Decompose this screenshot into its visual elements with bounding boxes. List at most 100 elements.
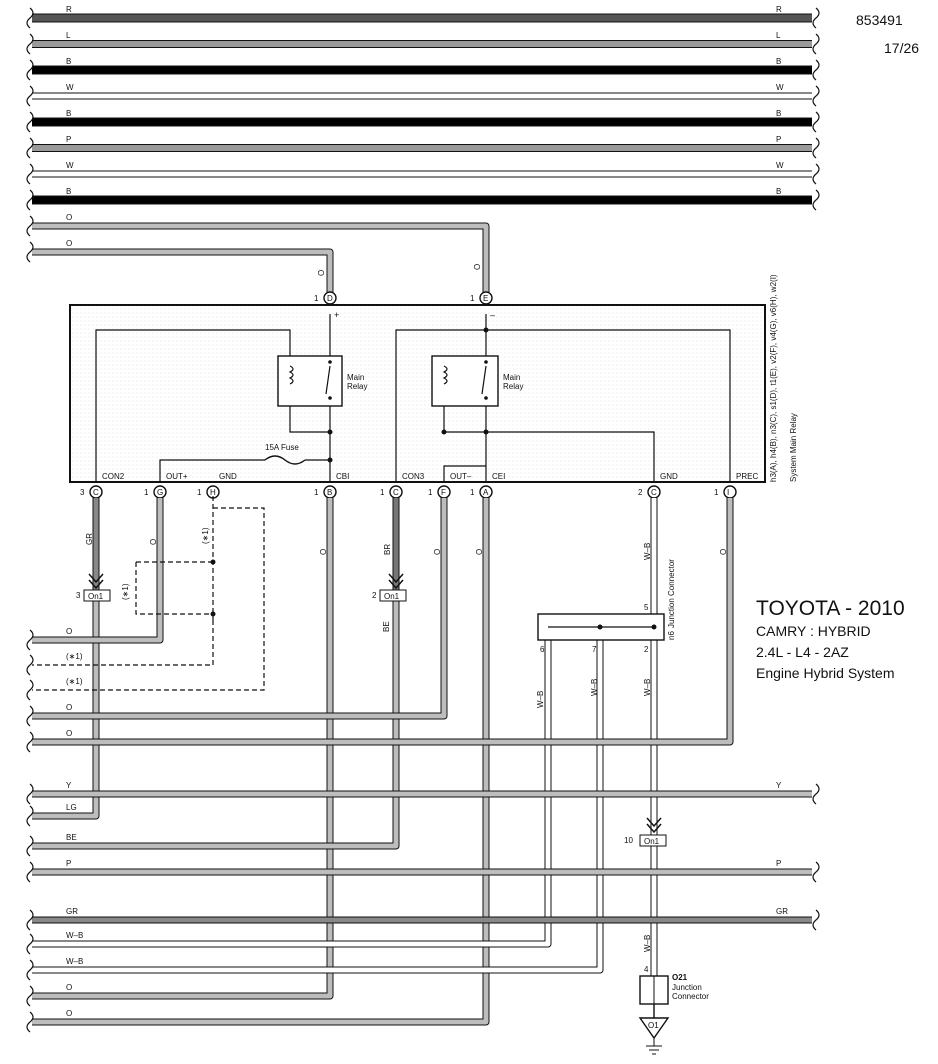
main-relay-1: Main Relay — [277, 355, 367, 407]
bottom-pin-cei: A1 — [470, 485, 493, 499]
wire-label: BR — [383, 544, 392, 555]
top-wire-label-left: W — [66, 161, 74, 170]
svg-text:C: C — [93, 488, 99, 497]
wire-break-mark — [26, 783, 34, 805]
bus-wire-label-left: Y — [66, 781, 72, 790]
svg-text:C: C — [651, 488, 657, 497]
bus-wire-label-right: P — [776, 859, 781, 868]
junction-dot — [210, 559, 216, 565]
bottom-pin-out+: G1 — [144, 485, 167, 499]
bus-wire-label-left: O — [66, 983, 72, 992]
feed-wire-label: O — [66, 213, 72, 222]
top-pin-d: D1 — [314, 291, 337, 305]
wire-break-mark — [26, 805, 34, 827]
connector-arrow — [646, 817, 662, 834]
svg-text:O21: O21 — [672, 973, 688, 982]
wire-break-mark — [26, 654, 34, 676]
star-label-1: (∗1) — [201, 527, 210, 544]
wire-break-mark — [26, 241, 34, 263]
title-system: Engine Hybrid System — [756, 665, 895, 681]
wire-break-mark — [26, 85, 34, 107]
doc-id: 853491 — [856, 12, 903, 28]
bus-wire-label-left: O — [66, 1009, 72, 1018]
minus-sign: – — [490, 310, 495, 320]
wire-break-mark — [26, 189, 34, 211]
bottom-pin-cbi: B1 — [314, 485, 337, 499]
be-wire-label: BE — [382, 621, 391, 632]
svg-text:F: F — [441, 488, 446, 497]
svg-text:Junction: Junction — [672, 983, 702, 992]
wire-break-mark — [26, 861, 34, 883]
top-wire-label-right: R — [776, 5, 782, 14]
bottom-pin-prec: I1 — [714, 485, 737, 499]
wire-break-mark — [26, 163, 34, 185]
wire-break-mark — [812, 861, 820, 883]
pin-name: CON2 — [102, 472, 125, 481]
wire-break-mark — [812, 7, 820, 29]
relay-2-label-line1: Main — [503, 373, 520, 382]
wire-break-mark — [26, 111, 34, 133]
title-model: CAMRY : HYBRID — [756, 623, 871, 639]
bus-wire-label-left: BE — [66, 833, 77, 842]
bottom-pin-con3: C1 — [380, 485, 403, 499]
bottom-pin-gnd: H1 — [197, 485, 220, 499]
top-wire-label-left: B — [66, 187, 71, 196]
pin-name: OUT– — [450, 472, 472, 481]
wire-break-mark — [26, 59, 34, 81]
wire-break-mark — [26, 731, 34, 753]
bus-wire-label-left: LG — [66, 803, 77, 812]
wire-break-mark — [26, 137, 34, 159]
svg-text:B: B — [327, 488, 332, 497]
feed-wire-label: O — [473, 264, 482, 270]
top-wire-label-left: P — [66, 135, 71, 144]
lower-left-wire-labels: O(∗1)(∗1)OO — [26, 627, 83, 753]
svg-text:E: E — [483, 294, 488, 303]
wire-break-mark — [26, 835, 34, 857]
svg-text:W–B: W–B — [536, 691, 545, 708]
svg-text:10: 10 — [624, 836, 633, 845]
plus-sign: + — [334, 310, 339, 320]
wire-break-mark — [812, 783, 820, 805]
ground-o1: O1 — [638, 1004, 670, 1055]
wire-label: O — [319, 549, 328, 555]
svg-text:O1: O1 — [648, 1021, 659, 1030]
star-label-2: (∗1) — [121, 583, 130, 600]
svg-text:3: 3 — [76, 591, 81, 600]
top-wire-label-left: B — [66, 109, 71, 118]
svg-text:1: 1 — [380, 488, 385, 497]
connector-refs: h3(A), h4(B), n3(C), s1(D), t1(E), v2(F)… — [769, 274, 778, 482]
junction-dots — [327, 327, 489, 463]
connector-arrow — [88, 573, 104, 590]
svg-text:A: A — [483, 488, 489, 497]
inline-connector-on1-b: 2 On1 — [372, 589, 407, 602]
wire-lg — [32, 601, 100, 820]
top-wire-label-right: B — [776, 57, 781, 66]
svg-text:4: 4 — [644, 965, 649, 974]
relay-2-label-line2: Relay — [503, 382, 523, 391]
bus-wire-label-left: GR — [66, 907, 78, 916]
bus-wire-label-left: W–B — [66, 957, 83, 966]
top-pins: D1 E 1 — [314, 291, 493, 305]
inline-connector-on1-a: 3 On1 — [76, 589, 111, 602]
wire-break-mark — [812, 59, 820, 81]
wire-label: O — [475, 549, 484, 555]
svg-text:2: 2 — [372, 591, 377, 600]
wire-break-mark — [26, 629, 34, 651]
pin-name: CON3 — [402, 472, 425, 481]
svg-text:On1: On1 — [384, 592, 400, 601]
svg-text:1: 1 — [144, 488, 149, 497]
top-wire-label-right: W — [776, 83, 784, 92]
pin-name: PREC — [736, 472, 758, 481]
junction-n6: 5 2 6 7 n6 Junction Connector W–B W–B W–… — [536, 543, 676, 708]
wire-break-mark — [812, 189, 820, 211]
feed-wire-label: O — [66, 239, 72, 248]
top-wire-label-right: B — [776, 187, 781, 196]
bottom-pin-out–: F1 — [428, 485, 451, 499]
pin-name: GND — [660, 472, 678, 481]
top-wire-label-left: B — [66, 57, 71, 66]
wire-label: O — [433, 549, 442, 555]
svg-text:1: 1 — [314, 294, 319, 303]
